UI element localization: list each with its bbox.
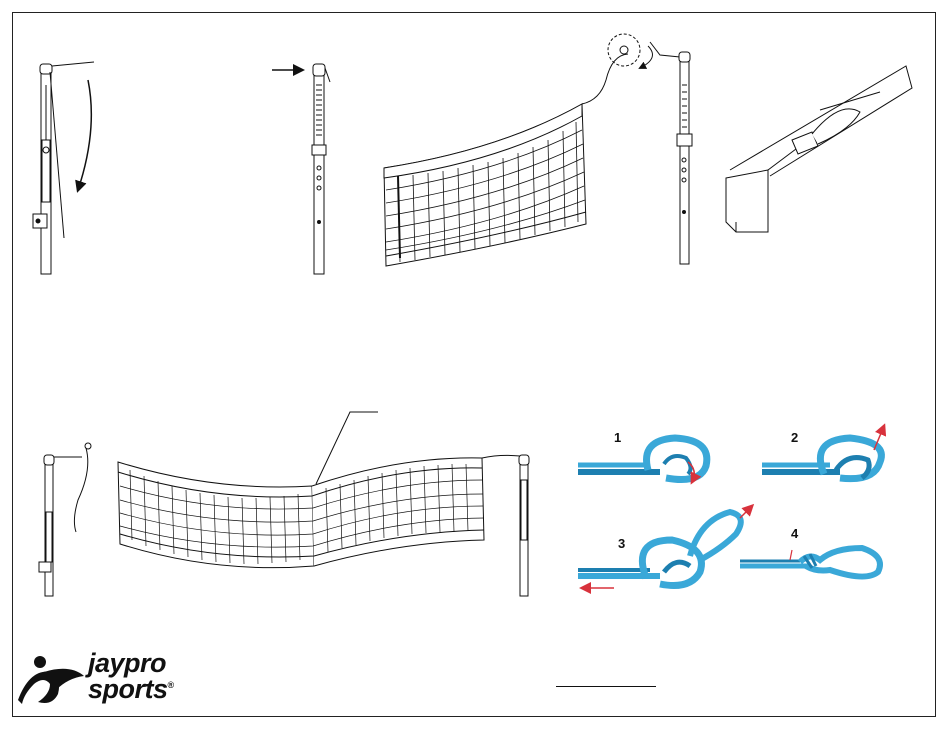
logo-line-1: jaypro — [88, 650, 166, 677]
logo-line-2-text: sports — [88, 674, 168, 704]
knot-step-label-4: 4 — [791, 526, 798, 541]
signature-blank-line — [556, 686, 656, 687]
net-figure-e — [39, 412, 529, 596]
pole-figure-b — [272, 64, 330, 274]
knot-step-2 — [762, 426, 884, 479]
jaypro-logo: jaypro sports® — [18, 648, 188, 708]
knot-step-1 — [578, 438, 707, 482]
pole-figure-a — [33, 62, 94, 274]
logo-line-2: sports® — [88, 676, 174, 703]
cable-detail-figure-d — [726, 66, 912, 232]
net-figure-c — [384, 34, 692, 266]
knot-step-label-3: 3 — [618, 536, 625, 551]
knot-step-3 — [578, 506, 752, 588]
registered-mark: ® — [168, 680, 174, 690]
knot-step-label-2: 2 — [791, 430, 798, 445]
knot-step-4 — [740, 548, 880, 577]
knot-step-label-1: 1 — [614, 430, 621, 445]
